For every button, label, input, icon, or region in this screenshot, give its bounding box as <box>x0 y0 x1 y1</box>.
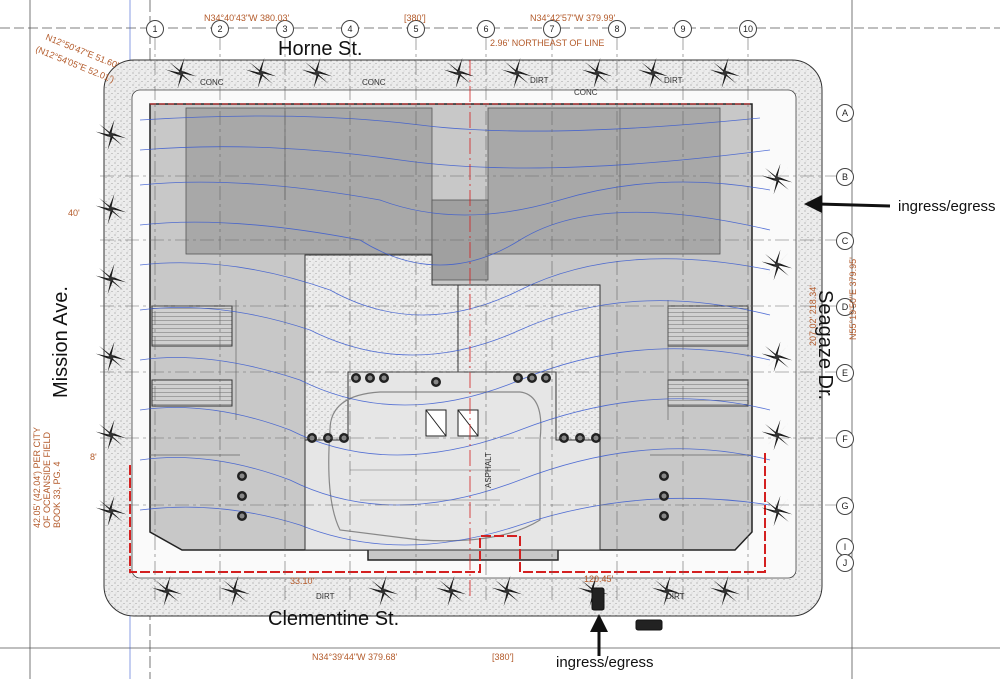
south-center: [380'] <box>492 652 514 662</box>
grid-col-2: 2 <box>211 20 229 38</box>
setback-west: 40' <box>68 208 80 218</box>
grid-col-8: 7 <box>543 20 561 38</box>
surface-label-conc-3: CONC <box>574 88 598 97</box>
surface-label-dirt-4: DIRT <box>666 592 685 601</box>
grid-row-g: G <box>836 497 854 515</box>
grid-col-5: 5 <box>407 20 425 38</box>
south-dimension-2: 120.45' <box>584 574 614 584</box>
property-line <box>129 60 766 600</box>
grid-col-1: 1 <box>146 20 164 38</box>
grid-row-b: B <box>836 168 854 186</box>
street-name-north: Horne St. <box>278 38 363 60</box>
ingress-label-east: ingress/egress <box>898 198 996 215</box>
grid-col-4: 4 <box>341 20 359 38</box>
grid-row-e: E <box>836 364 854 382</box>
surface-label-dirt-1: DIRT <box>530 76 549 85</box>
grid-col-7: 6 <box>477 20 495 38</box>
grid-row-f: F <box>836 430 854 448</box>
street-name-west: Mission Ave. <box>50 286 72 398</box>
north-bearing-left: N34°40'43"W 380.03' <box>204 13 290 23</box>
surface-label-dirt-2: DIRT <box>664 76 683 85</box>
east-dims: 207.02' 218.34' <box>808 285 818 346</box>
ingress-arrows <box>590 195 891 656</box>
grid-row-d: D <box>836 298 854 316</box>
east-bearing: N55°19'50"E 379.95' <box>848 257 858 340</box>
setback-west-2: 8' <box>90 452 97 462</box>
grid-col-10: 9 <box>674 20 692 38</box>
north-bearing-center: [380'] <box>404 13 426 23</box>
grid-row-j: J <box>836 554 854 572</box>
building-footprint <box>149 103 753 561</box>
grid-row-a: A <box>836 104 854 122</box>
grid-col-11: 10 <box>739 20 757 38</box>
grid-row-i: I <box>836 538 854 556</box>
surface-label-conc-1: CONC <box>200 78 224 87</box>
grid-row-c: C <box>836 232 854 250</box>
north-bearing-right: N34°42'57"W 379.99' <box>530 13 616 23</box>
surface-label-conc-2: CONC <box>362 78 386 87</box>
grid-col-9: 8 <box>608 20 626 38</box>
street-name-south: Clementine St. <box>268 608 400 630</box>
grid-col-3: 3 <box>276 20 294 38</box>
south-dimension: 33.10' <box>290 576 315 586</box>
ingress-label-south: ingress/egress <box>556 654 654 671</box>
south-bearing: N34°39'44"W 379.68' <box>312 652 398 662</box>
topo-contours <box>139 115 771 546</box>
grid-lines <box>100 36 838 600</box>
surface-label-asphalt: ASPHALT <box>484 452 493 488</box>
surface-label-dirt-3: DIRT <box>316 592 335 601</box>
west-survey-note: 42.05' (42.04') PER CITY OF OCEANSIDE FI… <box>32 427 62 528</box>
north-note: 2.96' NORTHEAST OF LINE <box>490 38 605 48</box>
